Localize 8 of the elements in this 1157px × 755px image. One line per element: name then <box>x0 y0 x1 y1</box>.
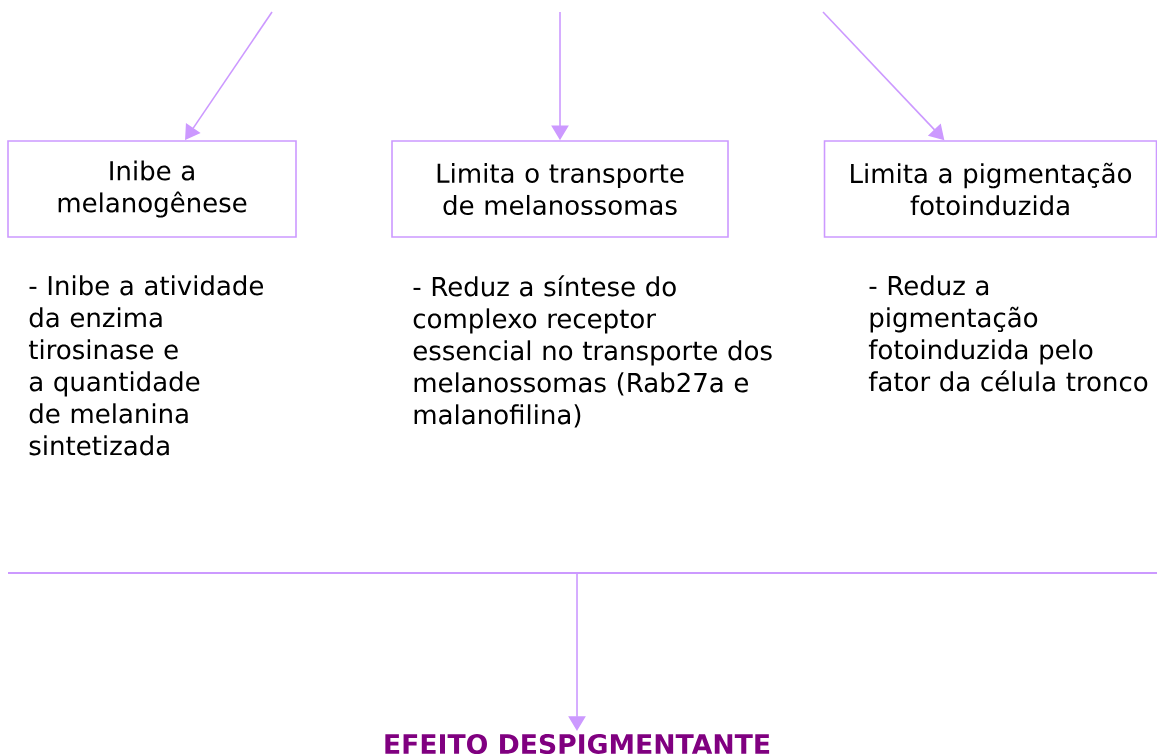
process-box: Limita o transporte de melanossomas <box>391 140 729 238</box>
description-text: - Inibe a atividade da enzima tirosinase e a quantidade de melanina sintetizada <box>28 275 263 456</box>
description-text: - Reduz a síntese do complexo receptor essencial no transporte dos melanossomas (Rab27a e malanofilina) <box>413 275 772 428</box>
result-label: EFEITO DESPIGMENTANTE <box>385 733 770 755</box>
process-box: Inibe a melanogênese <box>7 140 297 238</box>
arrow <box>568 572 586 731</box>
process-box: Limita a pigmentação fotoinduzida <box>823 140 1157 238</box>
description-text: - Reduz a pigmentação fotoinduzida pelo fator da célula tronco <box>868 275 1148 392</box>
